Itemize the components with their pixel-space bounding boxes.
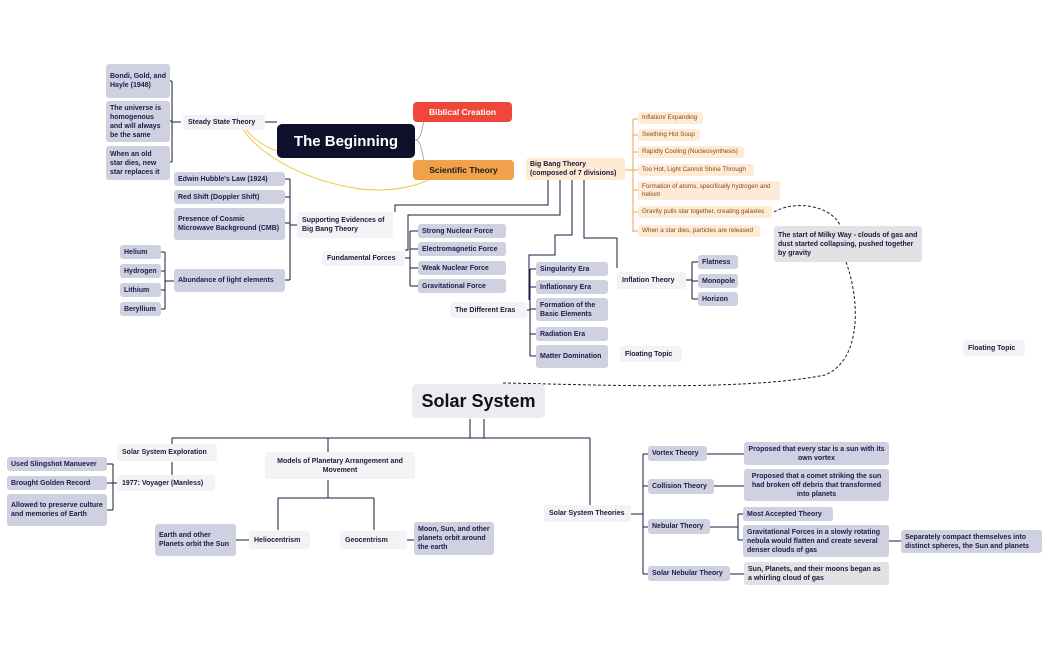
big-bang-stage[interactable]: Rapidly Cooling (Nucleosynthesis): [638, 146, 744, 158]
collision-desc[interactable]: Proposed that a comet striking the sun h…: [744, 469, 889, 501]
big-bang-stage[interactable]: Too Hot, Light Cannot Shine Through: [638, 164, 754, 176]
big-bang-stage[interactable]: Gravity pulls star together, creating ga…: [638, 206, 772, 218]
inflation-item[interactable]: Monopole: [698, 274, 738, 288]
element-item[interactable]: Hydrogen: [120, 264, 161, 278]
fundamental-forces-topic[interactable]: Fundamental Forces: [322, 251, 405, 266]
inflation-item[interactable]: Flatness: [698, 255, 738, 269]
element-item[interactable]: Lithium: [120, 283, 161, 297]
biblical-creation-topic[interactable]: Biblical Creation: [413, 102, 512, 122]
element-item[interactable]: Beryllium: [120, 302, 161, 316]
force-item[interactable]: Gravitational Force: [418, 279, 506, 293]
inflation-theory-topic[interactable]: Inflation Theory: [617, 272, 686, 289]
evidences-topic[interactable]: Supporting Evidences of Big Bang Theory: [297, 212, 393, 238]
steady-state-item[interactable]: When an old star dies, new star replaces…: [106, 146, 170, 180]
voyager-item[interactable]: Brought Golden Record: [7, 476, 107, 490]
scientific-theory-topic[interactable]: Scientific Theory: [413, 160, 514, 180]
evidence-item[interactable]: Abundance of light elements: [174, 269, 285, 292]
era-item[interactable]: Formation of the Basic Elements: [536, 298, 608, 321]
big-bang-stage[interactable]: Seething Hot Soup: [638, 129, 700, 141]
force-item[interactable]: Strong Nuclear Force: [418, 224, 506, 238]
evidence-item[interactable]: Presence of Cosmic Microwave Background …: [174, 208, 285, 240]
force-item[interactable]: Weak Nuclear Force: [418, 261, 506, 275]
element-item[interactable]: Helium: [120, 245, 161, 259]
solar-nebular-theory[interactable]: Solar Nebular Theory: [648, 566, 730, 581]
voyager-item[interactable]: Used Slingshot Manuever: [7, 457, 107, 471]
nebular-sub[interactable]: Separately compact themselves into disti…: [901, 530, 1042, 553]
era-item[interactable]: Inflationary Era: [536, 280, 608, 294]
era-item[interactable]: Radiation Era: [536, 327, 608, 341]
voyager-topic[interactable]: 1977: Voyager (Manless): [117, 475, 215, 491]
heliocentrism-desc[interactable]: Earth and other Planets orbit the Sun: [155, 524, 236, 556]
nebular-desc[interactable]: Gravitational Forces in a slowly rotatin…: [743, 525, 889, 557]
nebular-accepted[interactable]: Most Accepted Theory: [743, 507, 833, 521]
steady-state-topic[interactable]: Steady State Theory: [183, 115, 265, 130]
big-bang-topic[interactable]: Big Bang Theory (composed of 7 divisions…: [526, 158, 625, 180]
big-bang-stage[interactable]: Inflation/ Expanding: [638, 112, 703, 124]
floating-topic[interactable]: Floating Topic: [963, 340, 1025, 356]
heliocentrism-topic[interactable]: Heliocentrism: [249, 531, 310, 549]
steady-state-item[interactable]: Bondi, Gold, and Hayle (1948): [106, 64, 170, 98]
exploration-topic[interactable]: Solar System Exploration: [117, 444, 217, 461]
era-item[interactable]: Matter Domination: [536, 345, 608, 368]
voyager-item[interactable]: Allowed to preserve culture and memories…: [7, 494, 107, 526]
milky-way-note[interactable]: The start of Milky Way - clouds of gas a…: [774, 226, 922, 262]
theories-topic[interactable]: Solar System Theories: [544, 505, 631, 522]
steady-state-item[interactable]: The universe is homogenous and will alwa…: [106, 101, 170, 142]
big-bang-stage[interactable]: When a star dies, particles are released: [638, 225, 760, 237]
geocentrism-desc[interactable]: Moon, Sun, and other planets orbit aroun…: [414, 522, 494, 555]
era-item[interactable]: Singularity Era: [536, 262, 608, 276]
central-topic-beginning[interactable]: The Beginning: [277, 124, 415, 158]
big-bang-stage[interactable]: Formation of atoms, specifically hydroge…: [638, 181, 780, 200]
geocentrism-topic[interactable]: Geocentrism: [340, 531, 407, 549]
evidence-item[interactable]: Red Shift (Doppler Shift): [174, 190, 285, 204]
vortex-desc[interactable]: Proposed that every star is a sun with i…: [744, 442, 889, 465]
solar-nebular-desc[interactable]: Sun, Planets, and their moons began as a…: [744, 562, 889, 585]
evidence-item[interactable]: Edwin Hubble's Law (1924): [174, 172, 285, 186]
floating-topic[interactable]: Floating Topic: [620, 346, 682, 362]
eras-topic[interactable]: The Different Eras: [450, 302, 527, 318]
force-item[interactable]: Electromagnetic Force: [418, 242, 506, 256]
nebular-theory[interactable]: Nebular Theory: [648, 519, 710, 534]
collision-theory[interactable]: Collision Theory: [648, 479, 714, 494]
vortex-theory[interactable]: Vortex Theory: [648, 446, 707, 461]
models-topic[interactable]: Models of Planetary Arrangement and Move…: [265, 452, 415, 479]
inflation-item[interactable]: Horizon: [698, 292, 738, 306]
central-topic-solar-system[interactable]: Solar System: [412, 384, 545, 418]
